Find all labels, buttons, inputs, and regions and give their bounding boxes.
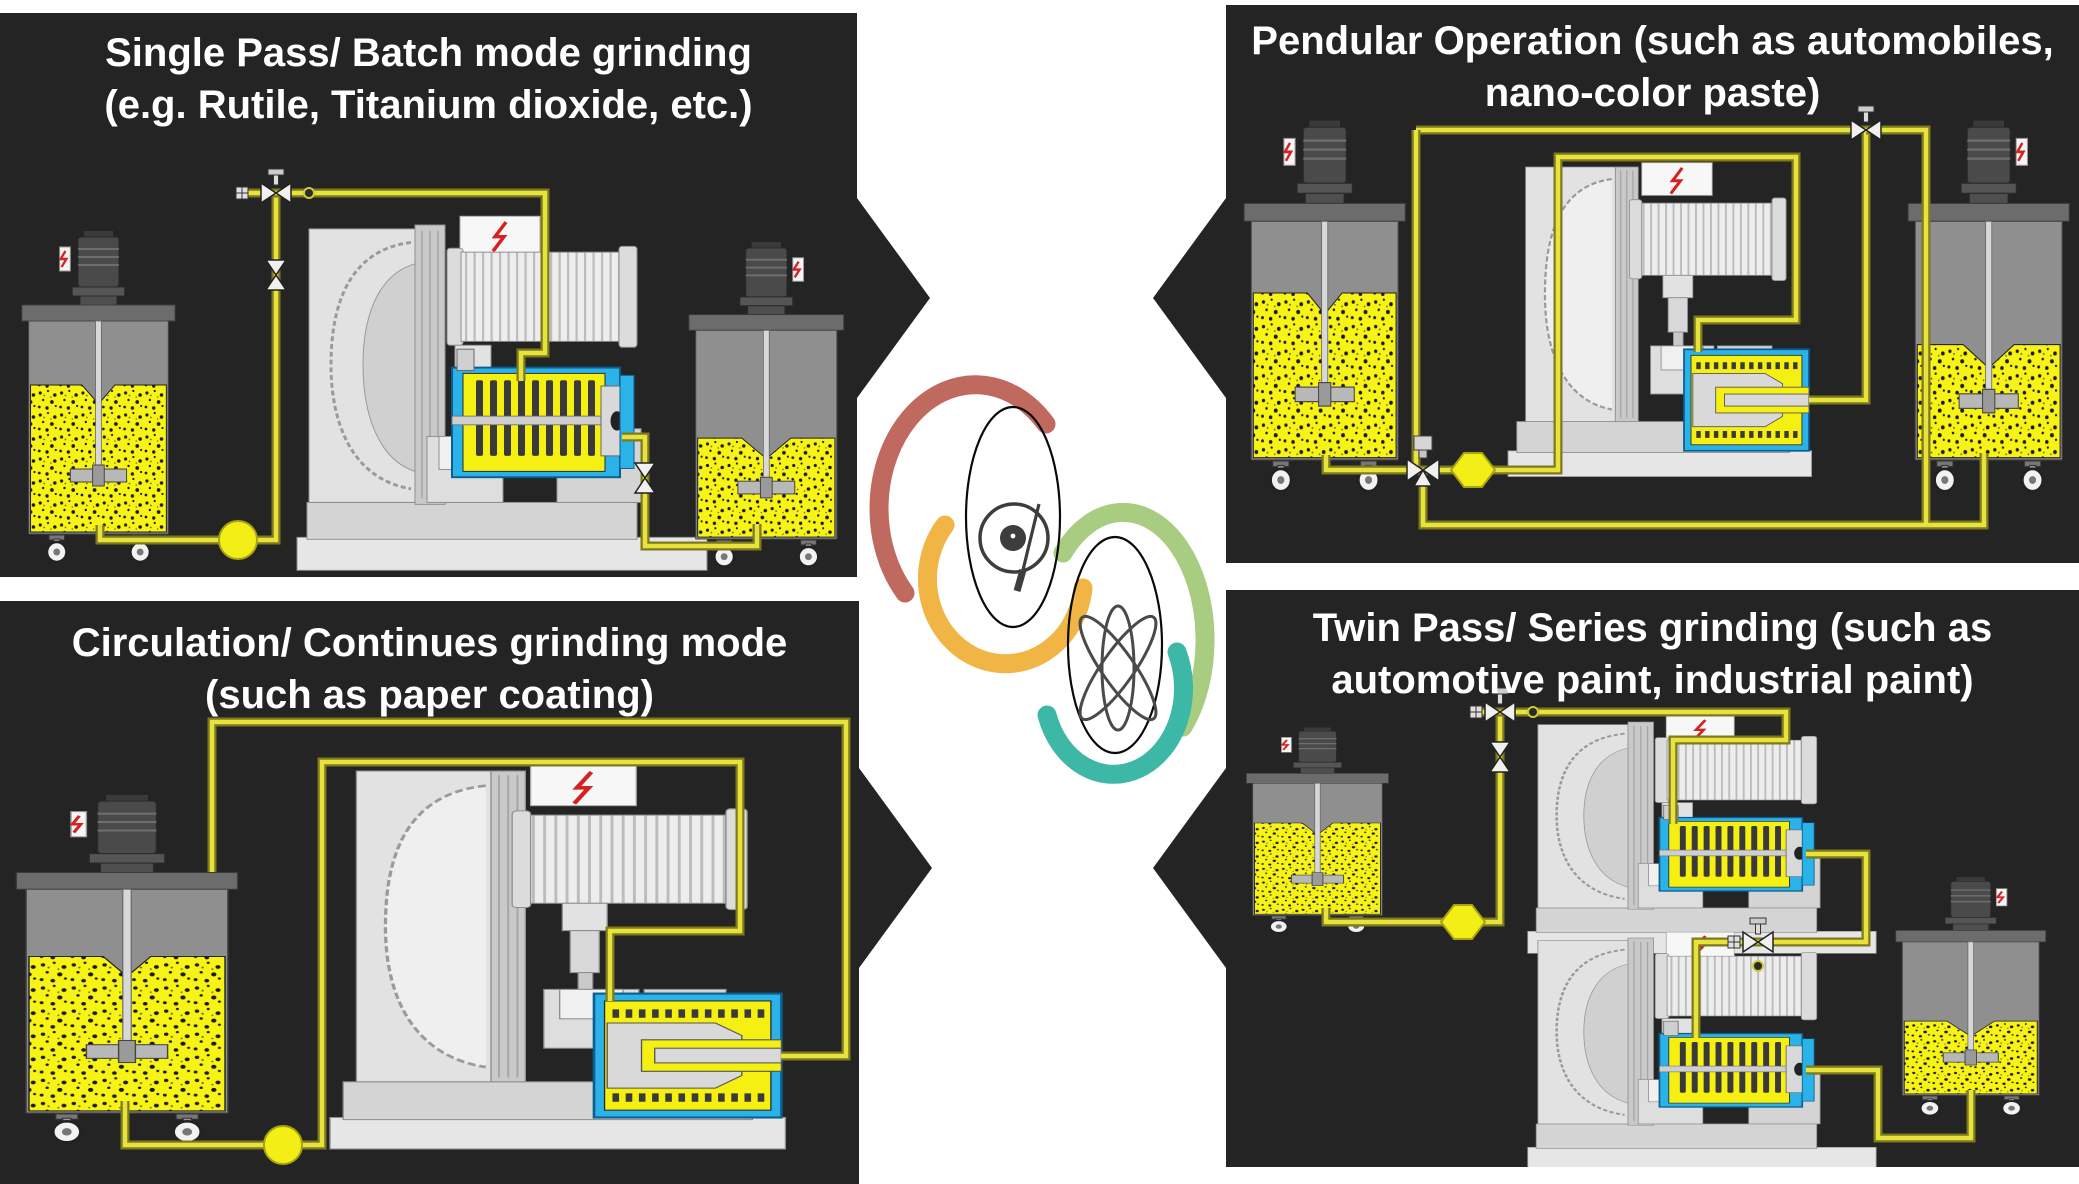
pipe (209, 719, 849, 1059)
panel-pendular: Pendular Operation (such as automobiles,… (1153, 5, 2079, 563)
panel-single-pass: Single Pass/ Batch mode grinding (e.g. R… (0, 13, 930, 577)
disc-mill-2 (1528, 932, 1877, 1167)
single-pass-scene (0, 168, 857, 577)
panel-pendular-title: Pendular Operation (such as automobiles,… (1226, 15, 2079, 119)
title-line: Single Pass/ Batch mode grinding (105, 31, 752, 75)
logo-arc-red (869, 375, 1056, 603)
logo-ellipse-outline (964, 405, 1062, 629)
arrow-left-icon (1153, 768, 1226, 968)
arrow-left-icon (1153, 198, 1226, 398)
cone-mill (330, 766, 785, 1149)
title-line: Pendular Operation (such as automobiles, (1251, 19, 2054, 63)
panel-single-pass-title: Single Pass/ Batch mode grinding (e.g. R… (0, 27, 857, 131)
title-line: Twin Pass/ Series grinding (such as (1312, 606, 1993, 650)
title-line: (e.g. Rutile, Titanium dioxide, etc.) (104, 83, 753, 127)
twin-pass-scene (1226, 687, 2079, 1167)
atom-icon (1078, 604, 1158, 732)
company-logo (869, 375, 1215, 784)
pipe (1806, 1067, 1974, 1141)
panel-circulation: Circulation/ Continues grinding mode (su… (0, 601, 932, 1184)
pipe (622, 434, 760, 549)
circulation-scene (0, 717, 851, 1165)
panel-twin-pass-title: Twin Pass/ Series grinding (such as auto… (1226, 602, 2079, 706)
logo-ellipse-fill (966, 407, 1060, 627)
pipe (122, 759, 743, 1148)
pipe (1478, 709, 1789, 824)
title-line: (such as paper coating) (205, 673, 654, 717)
receiving-tank (689, 242, 844, 566)
receiving-tank (1908, 121, 2069, 492)
panel-circulation-title: Circulation/ Continues grinding mode (su… (0, 617, 859, 721)
logo-arc-green (1053, 502, 1215, 737)
pipe (1323, 712, 1503, 925)
pipe (1693, 851, 1869, 1038)
premix-tank (22, 231, 175, 562)
premix-tank (1244, 121, 1405, 492)
pipe (1420, 127, 1987, 528)
pipe (97, 193, 279, 543)
premix-tank (1246, 728, 1388, 933)
arrow-right-icon (857, 198, 930, 398)
pipe (1416, 127, 1869, 403)
logo-arc-orange (917, 515, 1093, 674)
title-line: nano-color paste) (1484, 71, 1821, 115)
disc-mill-1 (1528, 716, 1877, 953)
pendular-scene (1226, 105, 2079, 530)
receiving-tank (1896, 877, 2046, 1115)
turntable-icon (978, 502, 1050, 592)
title-line: automotive paint, industrial paint) (1331, 658, 1974, 702)
logo-ellipse-outline (1066, 535, 1164, 755)
title-line: Circulation/ Continues grinding mode (71, 621, 788, 665)
logo-arc-teal (1037, 642, 1194, 784)
pipe (244, 190, 548, 381)
arrow-right-icon (859, 768, 932, 968)
panel-twin-pass: Twin Pass/ Series grinding (such as auto… (1153, 590, 2079, 1167)
pipe (1323, 130, 1799, 473)
premix-tank (16, 795, 237, 1143)
